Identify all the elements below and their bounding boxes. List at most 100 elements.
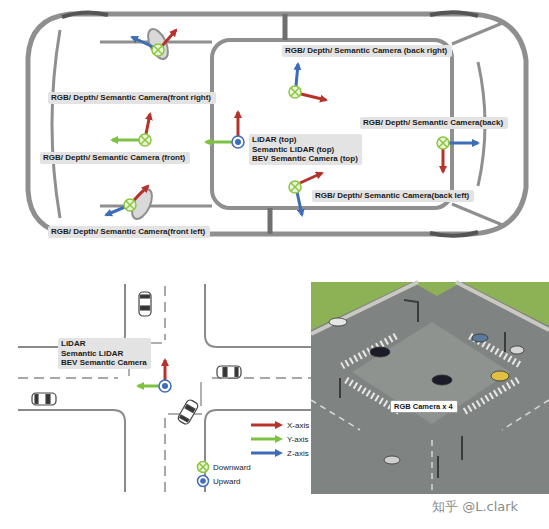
simulation-picture xyxy=(311,400,549,494)
road-edge xyxy=(18,284,312,492)
legend-item: Z-axis xyxy=(250,448,309,458)
car-outline xyxy=(28,12,526,236)
sensor-label: RGB/ Depth/ Semantic Camera(front right) xyxy=(48,92,216,104)
sensor-axes xyxy=(132,37,153,47)
legend-arrow xyxy=(251,438,276,441)
downward-sensor-icon xyxy=(289,181,301,193)
downward-sensor-icon xyxy=(439,139,447,147)
simulation-picture xyxy=(342,336,396,366)
legend-swatch xyxy=(196,460,210,474)
car-icon xyxy=(217,366,241,378)
road-edge xyxy=(205,284,312,347)
legend-text: Downward xyxy=(213,463,251,472)
road-edge xyxy=(205,410,312,492)
car-icon xyxy=(141,295,150,298)
car-icon xyxy=(32,393,56,405)
sensor-axes xyxy=(206,141,232,144)
car-icon xyxy=(235,368,238,377)
car-icon xyxy=(491,371,509,381)
car-icon xyxy=(32,393,56,405)
sensor-axes xyxy=(164,360,167,380)
simulation-picture xyxy=(464,380,518,412)
car-icon xyxy=(223,368,227,377)
sensor-axes xyxy=(134,186,148,200)
car-icon xyxy=(177,399,199,426)
sensor-axes xyxy=(138,385,159,388)
pole xyxy=(437,456,439,478)
sensor-axes xyxy=(449,142,478,145)
label-text: BEV Semantic Camera xyxy=(61,358,148,368)
legend-swatch xyxy=(250,434,284,444)
legend-arrowhead xyxy=(275,435,283,443)
upward-sensor-icon xyxy=(159,380,171,392)
car-icon xyxy=(329,318,524,464)
sensor-label: RGB/ Depth/ Semantic Camera (front) xyxy=(40,152,190,164)
upward-icon xyxy=(200,478,206,484)
legend-item: Downward xyxy=(196,460,251,474)
sensor-label: RGB Camera x 4 xyxy=(390,400,458,413)
label-text: Semantic LiDAR (top) xyxy=(252,145,359,155)
label-text: RGB/ Depth/ Semantic Camera(front left) xyxy=(51,227,207,237)
legend-text: X-axis xyxy=(287,421,309,430)
label-text: RGB/ Depth/ Semantic Camera(front right) xyxy=(51,93,213,103)
road-edge xyxy=(18,410,125,492)
legend-arrow xyxy=(251,452,276,455)
label-text: RGB/ Depth/ Semantic Camera (back right) xyxy=(285,46,449,56)
upward-sensor-icon xyxy=(235,139,241,145)
sensor-axes xyxy=(106,207,125,215)
downward-sensor-icon xyxy=(289,86,301,98)
watermark: 知乎 @L.clark xyxy=(432,498,518,516)
legend-text: Y-axis xyxy=(287,435,309,444)
legend-arrowhead xyxy=(275,421,283,429)
sensor-axes xyxy=(162,30,176,46)
downward-sensor-icon xyxy=(154,46,162,54)
pole xyxy=(340,300,505,478)
car-icon xyxy=(141,306,150,310)
car-icon xyxy=(139,292,151,316)
sensor-axes xyxy=(112,139,139,142)
pole xyxy=(339,378,341,398)
legend-swatch xyxy=(250,420,284,430)
car-icon xyxy=(46,395,50,404)
downward-icon xyxy=(198,462,209,473)
sensor-axes xyxy=(146,114,150,134)
label-text: RGB/ Depth/ Semantic Camera(back) xyxy=(363,118,505,128)
upward-icon xyxy=(198,476,209,487)
sensor-axes xyxy=(297,192,302,215)
label-text: RGB/ Depth/ Semantic Camera(back left) xyxy=(315,191,471,201)
legend-swatch xyxy=(250,448,284,458)
upward-sensor-icon xyxy=(232,136,244,148)
simulation-picture xyxy=(462,282,549,326)
simulation-picture xyxy=(311,282,549,494)
legend-text: Upward xyxy=(213,477,241,486)
sensor-axes xyxy=(442,149,445,172)
car-icon xyxy=(329,318,347,326)
car-icon xyxy=(180,415,189,422)
label-text: RGB/ Depth/ Semantic Camera (front) xyxy=(43,153,187,163)
car-icon xyxy=(432,375,452,385)
car-icon xyxy=(510,346,524,354)
car-icon xyxy=(32,292,241,425)
car-icon xyxy=(217,366,241,378)
sensor-label: LiDARSemantic LiDARBEV Semantic Camera xyxy=(58,338,151,369)
car-outline xyxy=(100,42,212,206)
legend-item: X-axis xyxy=(250,420,309,430)
pole xyxy=(504,332,506,352)
sensor-label: RGB/ Depth/ Semantic Camera(back) xyxy=(360,117,508,129)
downward-sensor-icon xyxy=(126,201,134,209)
sensor-axes xyxy=(301,94,326,100)
label-text: RGB Camera x 4 xyxy=(394,402,454,411)
car-outline xyxy=(28,14,526,234)
label-text: LiDAR xyxy=(61,339,148,349)
car-icon xyxy=(370,347,390,357)
downward-icon xyxy=(200,464,207,471)
downward-sensor-icon xyxy=(139,134,151,146)
simulation-picture xyxy=(412,282,462,296)
upward-sensor-icon xyxy=(162,383,168,389)
simulation-picture xyxy=(311,282,549,494)
pole xyxy=(461,436,463,460)
legend-text: Z-axis xyxy=(287,449,309,458)
simulation-picture xyxy=(352,322,510,424)
